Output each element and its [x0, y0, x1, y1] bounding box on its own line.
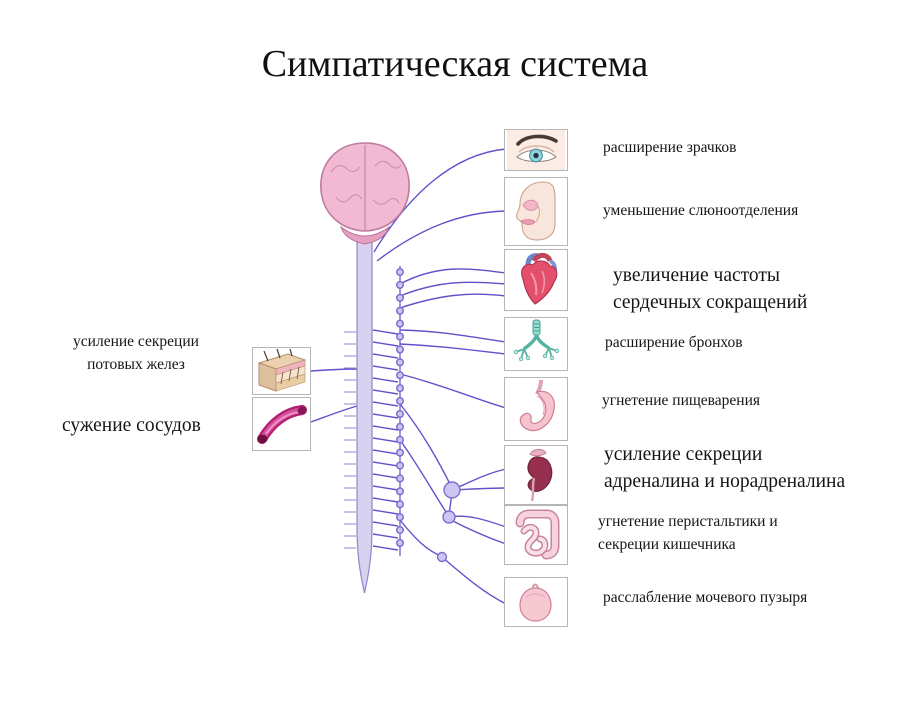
- label-intestine: угнетение перистальтики и секреции кишеч…: [598, 513, 778, 554]
- organ-box-intestine: [504, 505, 568, 565]
- kidney-adrenal-icon: [527, 448, 553, 502]
- organ-box-stomach: [504, 377, 568, 441]
- eye-icon: [507, 130, 565, 170]
- label-bronchi: расширение бронхов: [605, 334, 743, 351]
- organ-box-vessel: [252, 397, 311, 451]
- organ-box-bronchi: [504, 317, 568, 371]
- sweat-gland-skin-icon: [257, 348, 307, 392]
- prevertebral-ganglia: [436, 481, 461, 563]
- organ-box-head: [504, 177, 568, 246]
- label-adrenaline: усиление секреции адреналина и норадрена…: [604, 444, 846, 493]
- heart-icon: [521, 252, 558, 305]
- spinal-cord-icon: [344, 237, 373, 594]
- bronchi-icon: [513, 319, 560, 362]
- label-digestion: угнетение пищеварения: [602, 392, 761, 409]
- brain-icon: [320, 142, 410, 245]
- label-pupils: расширение зрачков: [603, 139, 737, 156]
- bladder-icon: [519, 583, 552, 622]
- organ-box-kidney: [504, 445, 568, 505]
- mesenteric-ganglion-icon: [442, 510, 456, 524]
- organ-box-skin: [252, 347, 311, 395]
- organ-box-bladder: [504, 577, 568, 627]
- celiac-ganglion-icon: [443, 481, 461, 499]
- organ-box-heart: [504, 249, 568, 311]
- label-vasoconstriction: сужение сосудов: [62, 415, 201, 436]
- head-profile-icon: [516, 181, 556, 241]
- intestine-icon: [515, 509, 560, 560]
- page-title: Симпатическая система: [261, 43, 649, 85]
- blood-vessel-icon: [257, 405, 307, 444]
- label-salivation: уменьшение слюноотделения: [603, 202, 799, 219]
- label-sweat-glands: усиление секреции потовых желез: [73, 333, 199, 374]
- pelvic-ganglion-icon: [436, 551, 448, 563]
- organ-box-eye: [504, 129, 568, 171]
- nerve-fibers: [310, 148, 507, 605]
- label-bladder: расслабление мочевого пузыря: [603, 589, 808, 606]
- stomach-icon: [519, 379, 555, 432]
- label-heart-rate: увеличение частоты сердечных сокращений: [613, 265, 808, 314]
